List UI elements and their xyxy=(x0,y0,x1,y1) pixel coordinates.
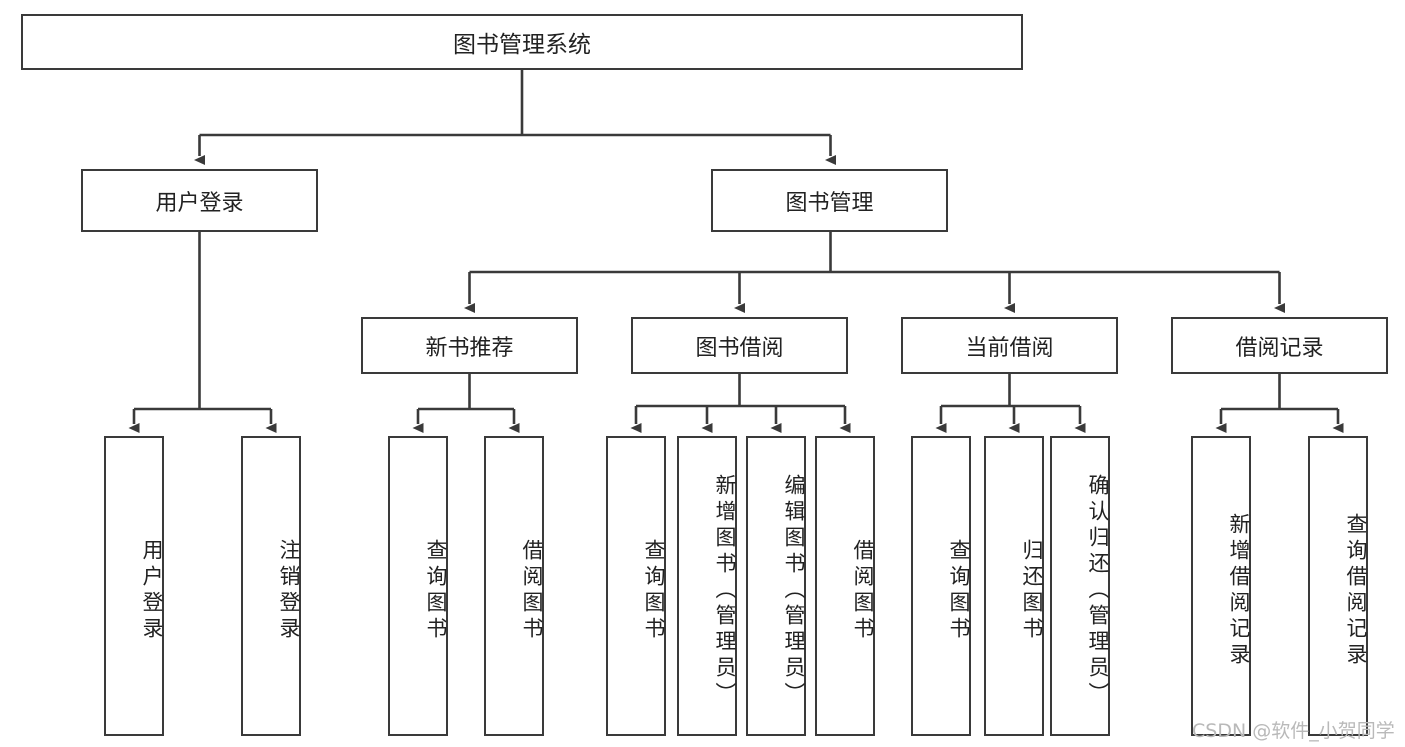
connector-group-root xyxy=(194,70,836,165)
node-leaf-confirm-return[interactable]: 确认归还（管理员） xyxy=(1050,436,1110,736)
node-borrow-record[interactable]: 借阅记录 xyxy=(1171,317,1388,374)
node-leaf-query-book-2[interactable]: 查询图书 xyxy=(606,436,666,736)
node-leaf-query-record[interactable]: 查询借阅记录 xyxy=(1308,436,1368,736)
node-leaf-edit-book-label: 编辑图书（管理员） xyxy=(782,474,806,708)
node-leaf-add-book[interactable]: 新增图书（管理员） xyxy=(677,436,737,736)
connector-group-new-book-recommend xyxy=(412,374,520,433)
node-leaf-add-record-label: 新增借阅记录 xyxy=(1227,513,1251,669)
node-leaf-user-logout[interactable]: 注销登录 xyxy=(241,436,301,736)
node-leaf-return-book[interactable]: 归还图书 xyxy=(984,436,1044,736)
node-leaf-query-record-label: 查询借阅记录 xyxy=(1344,513,1368,669)
node-leaf-query-book-3[interactable]: 查询图书 xyxy=(911,436,971,736)
node-new-book-recommend-label: 新书推荐 xyxy=(425,335,514,361)
node-root-label: 图书管理系统 xyxy=(453,32,591,58)
node-book-borrow-label: 图书借阅 xyxy=(695,335,784,361)
node-leaf-add-book-label: 新增图书（管理员） xyxy=(713,474,737,708)
connector-group-user-login xyxy=(128,232,277,433)
node-current-borrow[interactable]: 当前借阅 xyxy=(901,317,1118,374)
node-book-borrow[interactable]: 图书借阅 xyxy=(631,317,848,374)
connector-group-book-manage xyxy=(464,232,1285,313)
node-user-login-label: 用户登录 xyxy=(155,190,244,216)
node-root[interactable]: 图书管理系统 xyxy=(21,14,1023,70)
node-leaf-user-login[interactable]: 用户登录 xyxy=(104,436,164,736)
node-leaf-user-login-label: 用户登录 xyxy=(140,539,164,643)
node-leaf-borrow-book-1[interactable]: 借阅图书 xyxy=(484,436,544,736)
node-book-manage[interactable]: 图书管理 xyxy=(711,169,948,232)
node-leaf-user-logout-label: 注销登录 xyxy=(277,539,301,643)
node-leaf-query-book-1[interactable]: 查询图书 xyxy=(388,436,448,736)
node-leaf-add-record[interactable]: 新增借阅记录 xyxy=(1191,436,1251,736)
node-leaf-confirm-return-label: 确认归还（管理员） xyxy=(1086,474,1110,708)
node-leaf-query-book-1-label: 查询图书 xyxy=(424,539,448,643)
node-user-login[interactable]: 用户登录 xyxy=(81,169,318,232)
node-leaf-return-book-label: 归还图书 xyxy=(1020,539,1044,643)
connector-group-book-borrow xyxy=(630,374,851,433)
node-current-borrow-label: 当前借阅 xyxy=(965,335,1054,361)
connector-group-current-borrow xyxy=(935,374,1086,433)
node-leaf-edit-book[interactable]: 编辑图书（管理员） xyxy=(746,436,806,736)
node-leaf-borrow-book-1-label: 借阅图书 xyxy=(520,539,544,643)
node-new-book-recommend[interactable]: 新书推荐 xyxy=(361,317,578,374)
node-borrow-record-label: 借阅记录 xyxy=(1235,335,1324,361)
node-leaf-borrow-book-2-label: 借阅图书 xyxy=(851,539,875,643)
node-leaf-borrow-book-2[interactable]: 借阅图书 xyxy=(815,436,875,736)
node-book-manage-label: 图书管理 xyxy=(785,190,874,216)
node-leaf-query-book-2-label: 查询图书 xyxy=(642,539,666,643)
node-leaf-query-book-3-label: 查询图书 xyxy=(947,539,971,643)
connector-group-borrow-record xyxy=(1215,374,1344,433)
